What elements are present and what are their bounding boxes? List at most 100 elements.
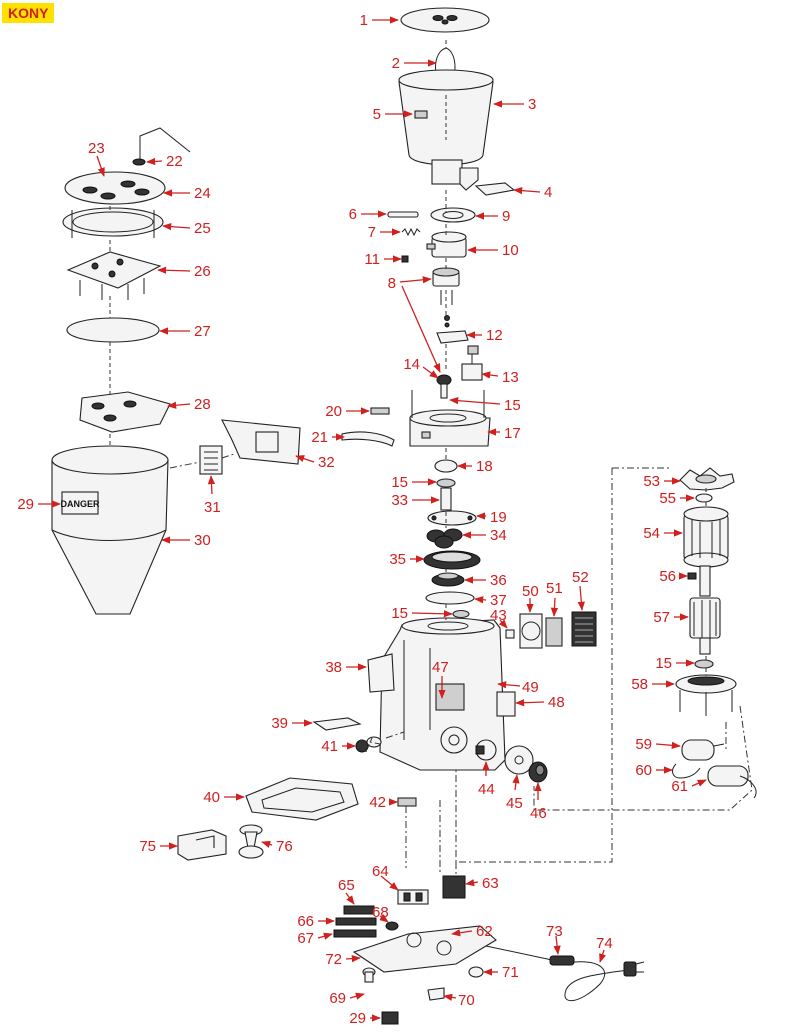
svg-text:6: 6 (349, 206, 357, 223)
doser-lid-23 (64, 171, 166, 205)
svg-text:45: 45 (506, 795, 523, 812)
svg-text:15: 15 (391, 605, 408, 622)
knob-41 (355, 736, 382, 753)
potentiometer (475, 739, 497, 761)
assembly-guide-lines (109, 40, 753, 880)
doser-ring-25 (62, 207, 164, 238)
svg-text:35: 35 (389, 551, 406, 568)
svg-text:26: 26 (194, 263, 211, 280)
screw-11 (401, 255, 409, 263)
svg-text:19: 19 (490, 509, 507, 526)
tamper (238, 824, 264, 859)
svg-text:18: 18 (476, 458, 493, 475)
callout-28: 28 (167, 396, 211, 413)
motor-stator (683, 506, 729, 568)
capacitor-63 (442, 875, 466, 899)
svg-text:66: 66 (297, 913, 314, 930)
hopper-lid (400, 7, 490, 33)
screw-22 (132, 158, 146, 166)
callout-30: 30 (161, 532, 211, 549)
callout-58: 58 (631, 676, 675, 693)
callout-31: 31 (204, 475, 221, 516)
actuator (436, 374, 452, 399)
callout-9: 9 (475, 208, 510, 225)
svg-text:27: 27 (194, 323, 211, 340)
callout-59: 59 (635, 736, 681, 753)
callout-37: 37 (474, 592, 507, 609)
drive-shaft (440, 487, 452, 511)
callout-35: 35 (389, 551, 425, 568)
svg-text:55: 55 (659, 490, 676, 507)
terminal-65 (343, 905, 375, 915)
svg-text:48: 48 (548, 694, 565, 711)
svg-text:39: 39 (271, 715, 288, 732)
svg-text:71: 71 (502, 964, 519, 981)
callout-12: 12 (466, 327, 503, 344)
svg-text:23: 23 (88, 140, 105, 157)
svg-text:36: 36 (490, 572, 507, 589)
svg-text:72: 72 (325, 951, 342, 968)
svg-text:29: 29 (17, 496, 34, 513)
capacitor-clamp-60 (672, 763, 701, 779)
base-plate-62 (352, 925, 497, 973)
timer-dial (504, 745, 534, 775)
pin (387, 211, 419, 218)
svg-text:22: 22 (166, 153, 183, 170)
power-cord (485, 945, 645, 1002)
switch-64 (397, 889, 429, 905)
callout-44: 44 (478, 761, 495, 798)
bearing-upper (436, 478, 456, 488)
svg-text:75: 75 (139, 838, 156, 855)
svg-text:32: 32 (318, 454, 335, 471)
grommet-68 (385, 921, 399, 931)
callout-11: 11 (364, 251, 402, 268)
svg-text:51: 51 (546, 580, 563, 597)
svg-text:68: 68 (372, 904, 389, 921)
label-42 (397, 797, 417, 807)
svg-text:56: 56 (659, 568, 676, 585)
spring (401, 227, 421, 237)
gear-plate (427, 510, 477, 526)
svg-text:20: 20 (325, 403, 342, 420)
svg-text:15: 15 (504, 397, 521, 414)
svg-text:33: 33 (391, 492, 408, 509)
doser-bottom-28 (79, 391, 171, 433)
svg-text:59: 59 (635, 736, 652, 753)
callout-66: 66 (297, 913, 335, 930)
callout-8: 8 (388, 275, 441, 373)
callout-29b: 29 (349, 1010, 381, 1027)
svg-text:65: 65 (338, 877, 355, 894)
callout-3: 3 (493, 96, 536, 113)
micro-switch (461, 345, 483, 381)
svg-text:42: 42 (369, 794, 386, 811)
adjustment-ring (430, 207, 476, 223)
svg-text:21: 21 (311, 429, 328, 446)
callout-24: 24 (163, 185, 211, 202)
callout-63: 63 (465, 875, 499, 892)
svg-text:46: 46 (530, 805, 547, 822)
svg-text:12: 12 (486, 327, 503, 344)
svg-text:10: 10 (502, 242, 519, 259)
burr-carrier (426, 231, 467, 258)
callout-54: 54 (643, 525, 683, 542)
callout-21: 21 (311, 429, 345, 446)
callout-23: 23 (88, 140, 105, 177)
bearing-lower (452, 609, 470, 619)
callout-60: 60 (635, 762, 673, 779)
callout-72: 72 (325, 951, 361, 968)
callout-29a: 29 (17, 496, 61, 513)
bearing-motor (694, 659, 714, 669)
callout-36: 36 (464, 572, 507, 589)
key-56 (687, 572, 697, 580)
clip-70 (427, 987, 445, 1001)
svg-text:52: 52 (572, 569, 589, 586)
shroud-32 (221, 419, 301, 465)
svg-text:25: 25 (194, 220, 211, 237)
svg-text:15: 15 (655, 655, 672, 672)
svg-text:41: 41 (321, 738, 338, 755)
svg-text:57: 57 (653, 609, 670, 626)
svg-text:69: 69 (329, 990, 346, 1007)
doser-body-30: DANGER (51, 445, 169, 615)
svg-text:13: 13 (502, 369, 519, 386)
upper-housing (409, 390, 491, 447)
